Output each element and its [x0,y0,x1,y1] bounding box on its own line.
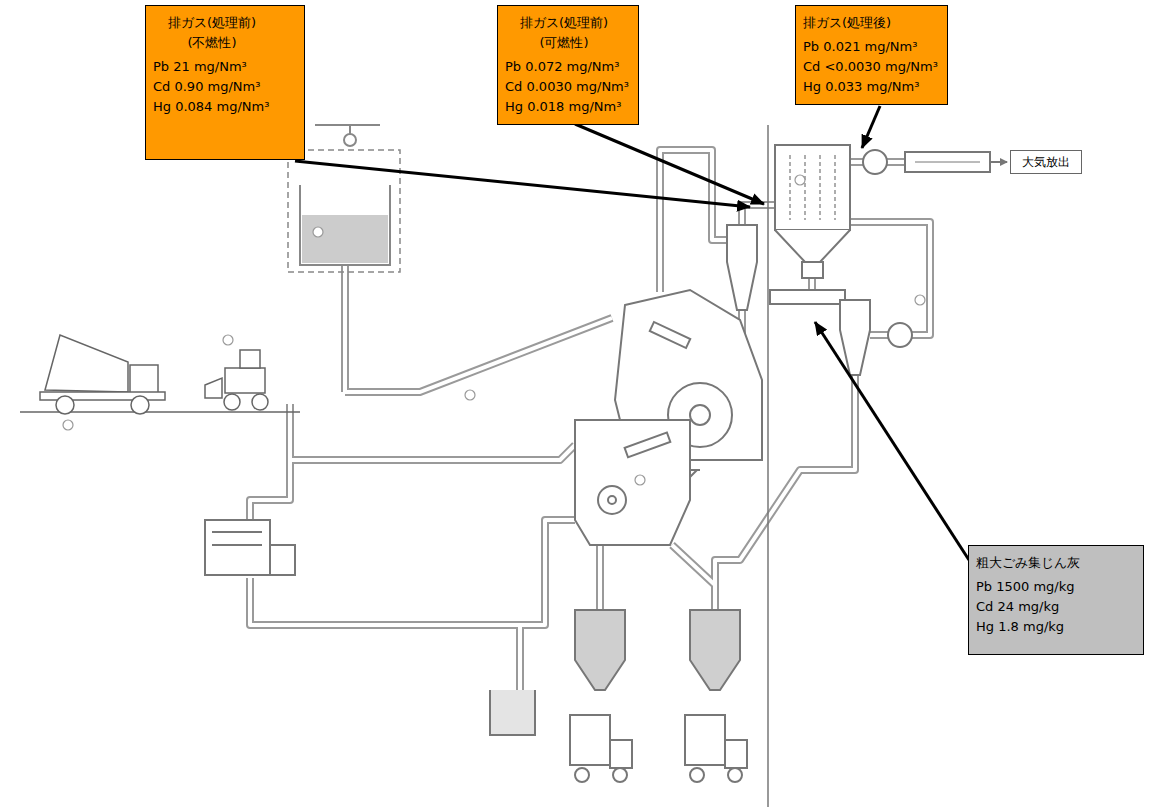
leader-arrow [862,106,880,148]
outlet-box: 大気放出 [1010,150,1082,174]
measurement-value: Cd 24 mg/kg [976,597,1059,617]
measurement-value: Hg 0.033 mg/Nm³ [803,77,919,97]
measurement-value: Pb 0.021 mg/Nm³ [803,37,917,57]
callout-heading: 排ガス(処理後) [803,13,891,33]
ground-and-vehicles [20,335,300,414]
callout-box: 排ガス(処理前) (不燃性) Pb 21 mg/Nm³Cd 0.90 mg/Nm³… [145,5,305,160]
divider-line [767,125,769,807]
pipe-outline [250,150,930,690]
callout-heading: 排ガス(処理前) (可燃性) [505,13,623,53]
measurement-value: Cd <0.0030 mg/Nm³ [803,57,938,77]
callout-heading: 粗大ごみ集じん灰 [976,553,1080,573]
callout-box: 粗大ごみ集じん灰 Pb 1500 mg/kgCd 24 mg/kgHg 1.8 m… [968,545,1144,655]
separator [575,420,690,545]
leader-arrow [815,322,969,560]
measurement-value: Pb 1500 mg/kg [976,577,1075,597]
measurement-value: Hg 0.084 mg/Nm³ [153,97,269,117]
callout-box: 排ガス(処理後) Pb 0.021 mg/Nm³Cd <0.0030 mg/Nm³… [795,5,948,105]
measurement-value: Cd 0.90 mg/Nm³ [153,77,260,97]
measurement-value: Pb 21 mg/Nm³ [153,57,247,77]
compactor [205,520,535,735]
silos-and-trucks [570,610,747,782]
measurement-value: Cd 0.0030 mg/Nm³ [505,77,629,97]
measurement-value: Pb 0.072 mg/Nm³ [505,57,619,77]
leader-arrows [295,106,969,560]
callout-heading: 排ガス(処理前) (不燃性) [153,13,271,53]
measurement-value: Hg 0.018 mg/Nm³ [505,97,621,117]
leader-arrow [575,124,764,204]
pipe-inner [250,150,930,690]
callout-number-marks [63,175,925,485]
measurement-value: Hg 1.8 mg/kg [976,617,1064,637]
callout-box: 排ガス(処理前) (可燃性) Pb 0.072 mg/Nm³Cd 0.0030 m… [497,5,639,125]
dust-collection [727,145,1007,375]
box-label: 大気放出 [1022,154,1070,170]
